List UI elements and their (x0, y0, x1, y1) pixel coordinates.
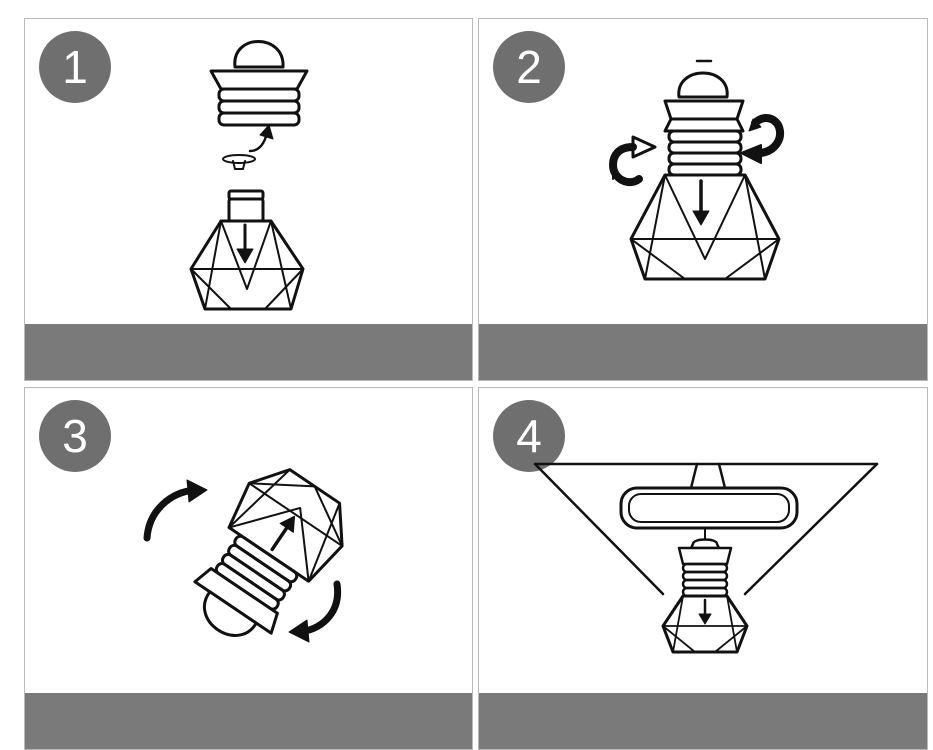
plug-icon (222, 154, 256, 170)
glass-bottle-icon (189, 189, 305, 311)
assembled-bottle-icon (629, 59, 781, 281)
caption-bar (25, 324, 472, 380)
rotate-arrow-top-icon (143, 479, 208, 542)
rearview-mirror-icon (619, 486, 799, 530)
rotate-arrow-bottom-icon (288, 580, 342, 643)
step-2-illustration (609, 59, 784, 281)
step-panel-1: 1 (24, 18, 473, 381)
step-3-illustration (143, 468, 344, 643)
tilted-bottle-icon (193, 468, 344, 637)
hanging-bottle-icon (661, 538, 749, 654)
step-panel-2: 2 (478, 18, 928, 381)
rotate-right-icon (740, 114, 784, 164)
step-panel-4: 4 (478, 387, 928, 750)
caption-bar (25, 693, 472, 749)
caption-bar (479, 693, 927, 749)
step-1-illustration (189, 40, 309, 311)
fill-arrow-icon (236, 223, 254, 264)
rotate-left-icon (609, 135, 657, 187)
caption-bar (479, 324, 927, 380)
step-number-badge: 1 (39, 31, 111, 103)
step-4-illustration (533, 462, 879, 654)
step-panel-3: 3 (24, 387, 473, 750)
step-number-badge: 4 (493, 400, 565, 472)
step-number-badge: 3 (39, 400, 111, 472)
lift-arrow-icon (248, 124, 274, 153)
push-arrow-icon (692, 179, 710, 226)
bottle-cap-icon (209, 40, 309, 127)
step-number-badge: 2 (493, 31, 565, 103)
